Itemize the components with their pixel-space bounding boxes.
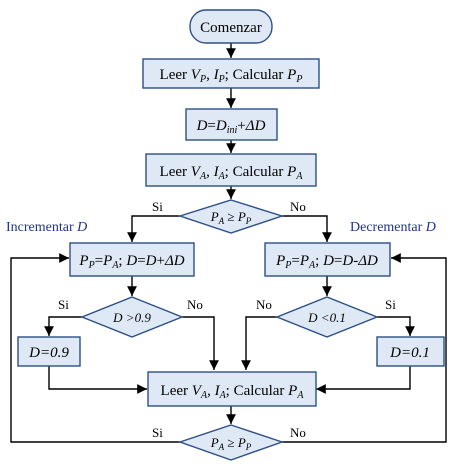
node-cond1: PA ≥ PP bbox=[177, 199, 285, 234]
edge-setL-read3 bbox=[48, 366, 147, 394]
node-start: Comenzar bbox=[189, 9, 273, 44]
process-shape bbox=[145, 153, 317, 187]
edge-label-condR-no: No bbox=[256, 297, 272, 312]
edge-cond2-no-loop bbox=[282, 253, 447, 443]
process-shape bbox=[264, 242, 391, 277]
edge-condR-no bbox=[241, 316, 277, 370]
decR-label: PP=PA; D=D-ΔD bbox=[275, 253, 378, 271]
init-label: D=Dini+ΔD bbox=[196, 118, 266, 136]
cond2-label: PA ≥ PP bbox=[210, 435, 252, 452]
process-shape bbox=[185, 108, 278, 141]
edge-cond1-yes bbox=[127, 215, 180, 242]
edge-cond2-yes-loop bbox=[10, 253, 180, 443]
decision-shape bbox=[177, 424, 285, 461]
edge-condR-yes bbox=[377, 316, 415, 336]
terminator-shape bbox=[189, 9, 273, 44]
node-cond2: PA ≥ PP bbox=[177, 424, 285, 461]
read1-label: Leer VP, IP; Calcular PP bbox=[160, 67, 303, 85]
process-shape bbox=[147, 371, 317, 407]
process-shape bbox=[376, 336, 445, 367]
edge-label-cond1-yes: Si bbox=[152, 199, 163, 214]
setR-label: D=0.1 bbox=[389, 345, 430, 361]
decision-shape bbox=[275, 296, 379, 338]
edge-label-cond2-no: No bbox=[290, 425, 306, 440]
node-condL: D >0.9 bbox=[80, 296, 184, 338]
cond1-label: PA ≥ PP bbox=[210, 209, 252, 226]
process-shape bbox=[17, 336, 81, 367]
read2-label: Leer VA, IA; Calcular PA bbox=[160, 164, 304, 182]
edge-cond1-no bbox=[282, 215, 332, 242]
node-decR: PP=PA; D=D-ΔD bbox=[264, 242, 391, 277]
edge-label-cond2-yes: Si bbox=[152, 425, 163, 440]
edge-label-condL-no: No bbox=[187, 297, 203, 312]
incL-label: PP=PA; D=D+ΔD bbox=[78, 253, 184, 271]
process-shape bbox=[69, 242, 195, 277]
node-incL: PP=PA; D=D+ΔD bbox=[69, 242, 195, 277]
node-setR: D=0.1 bbox=[376, 336, 445, 367]
condR-label: D <0.1 bbox=[307, 310, 346, 325]
setL-label: D=0.9 bbox=[28, 345, 69, 361]
edge-setR-read3 bbox=[316, 366, 411, 394]
read3-label: Leer VA, IA; Calcular PA bbox=[161, 383, 305, 401]
start-label: Comenzar bbox=[200, 20, 262, 36]
edge-condL-yes bbox=[44, 316, 82, 336]
process-shape bbox=[142, 58, 320, 89]
node-read3: Leer VA, IA; Calcular PA bbox=[147, 371, 317, 407]
edge-label-condL-yes: Si bbox=[58, 297, 69, 312]
node-init: D=Dini+ΔD bbox=[185, 108, 278, 141]
side-label-incrementar: Incrementar D bbox=[6, 220, 87, 235]
decision-shape bbox=[177, 199, 285, 234]
condL-label: D >0.9 bbox=[112, 310, 151, 325]
node-read1: Leer VP, IP; Calcular PP bbox=[142, 58, 320, 89]
side-label-decrementar: Decrementar D bbox=[350, 220, 436, 235]
node-read2: Leer VA, IA; Calcular PA bbox=[145, 153, 317, 187]
decision-shape bbox=[80, 296, 184, 338]
edge-label-condR-yes: Si bbox=[385, 297, 396, 312]
node-setL: D=0.9 bbox=[17, 336, 81, 367]
edges bbox=[10, 43, 447, 443]
node-condR: D <0.1 bbox=[275, 296, 379, 338]
edge-condL-no bbox=[182, 316, 219, 370]
edge-label-cond1-no: No bbox=[290, 199, 306, 214]
